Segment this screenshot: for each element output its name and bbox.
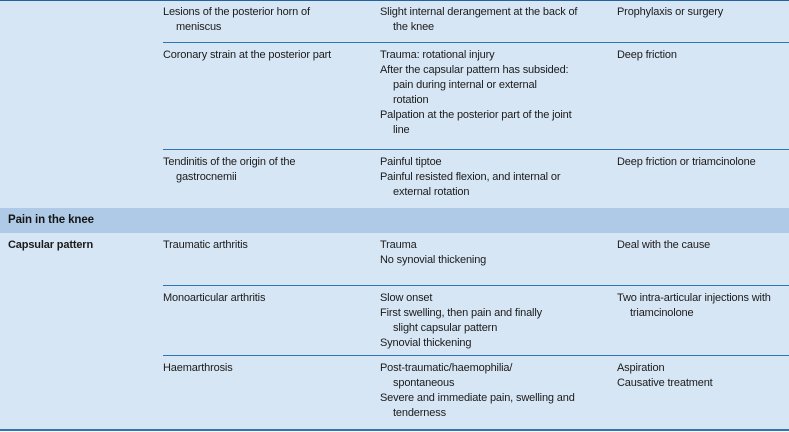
- cell-category: [0, 286, 163, 356]
- cell-findings: Trauma No synovial thickening: [380, 233, 617, 286]
- cell-diagnosis: Coronary strain at the posterior part: [163, 43, 380, 150]
- cell-line: Coronary strain at the posterior part: [163, 49, 332, 61]
- table-top-rule: [0, 0, 789, 1]
- cell-line: Traumatic arthritis: [163, 239, 248, 251]
- cell-diagnosis: Tendinitis of the origin of the gastrocne…: [163, 150, 380, 208]
- cell-line: Palpation at the posterior part of the j…: [380, 109, 572, 121]
- table-row: Capsular pattern Traumatic arthritis Traum…: [0, 233, 789, 286]
- table-row: Tendinitis of the origin of the gastrocne…: [0, 150, 789, 208]
- cell-line: Painful resisted flexion, and internal o…: [380, 171, 561, 183]
- cell-category: [0, 150, 163, 208]
- cell-line: triamcinolone: [630, 307, 694, 319]
- cell-diagnosis: Monoarticular arthritis: [163, 286, 380, 356]
- cell-line: After the capsular pattern has subsided:: [380, 64, 569, 76]
- cell-line: Tendinitis of the origin of the: [163, 156, 296, 168]
- section-header-band: Pain in the knee: [0, 208, 789, 233]
- cell-line: Monoarticular arthritis: [163, 292, 266, 304]
- table-row: Haemarthrosis Post-traumatic/haemophilia/…: [0, 356, 789, 429]
- row-divider-rule: [163, 149, 789, 150]
- cell-line: Synovial thickening: [380, 337, 472, 349]
- cell-line: Haemarthrosis: [163, 362, 233, 374]
- cell-line: Two intra-articular injections with: [617, 292, 771, 304]
- cell-treatment: Two intra-articular injections with triam…: [617, 286, 789, 356]
- table-row: Coronary strain at the posterior part Tra…: [0, 43, 789, 150]
- cell-line: spontaneous: [393, 377, 455, 389]
- cell-line: Lesions of the posterior horn of: [163, 6, 310, 18]
- cell-treatment: Deal with the cause: [617, 233, 789, 286]
- cell-findings: Slight internal derangement at the back …: [380, 0, 617, 43]
- cell-line: Causative treatment: [617, 377, 713, 389]
- cell-line: Deal with the cause: [617, 239, 711, 251]
- cell-category: [0, 43, 163, 150]
- table-row: Lesions of the posterior horn of meniscus…: [0, 0, 789, 43]
- table-bottom-rule: [0, 429, 789, 431]
- cell-diagnosis: Traumatic arthritis: [163, 233, 380, 286]
- cell-line: Deep friction: [617, 49, 677, 61]
- row-divider-rule: [163, 42, 789, 43]
- cell-line: gastrocnemii: [176, 171, 237, 183]
- cell-line: tenderness: [393, 407, 446, 419]
- cell-line: rotation: [393, 94, 429, 106]
- row-divider-rule: [163, 285, 789, 286]
- cell-line: Slow onset: [380, 292, 433, 304]
- cell-category: [0, 356, 163, 429]
- cell-line: Slight internal derangement at the back …: [380, 6, 578, 18]
- cell-line: Trauma: rotational injury: [380, 49, 495, 61]
- cell-treatment: Deep friction: [617, 43, 789, 150]
- cell-line: First swelling, then pain and finally: [380, 307, 542, 319]
- cell-diagnosis: Lesions of the posterior horn of meniscus: [163, 0, 380, 43]
- cell-line: Deep friction or triamcinolone: [617, 156, 756, 168]
- cell-line: pain during internal or external: [393, 79, 537, 91]
- cell-treatment: Prophylaxis or surgery: [617, 0, 789, 43]
- cell-line: Painful tiptoe: [380, 156, 442, 168]
- cell-line: Post-traumatic/haemophilia/: [380, 362, 513, 374]
- cell-diagnosis: Haemarthrosis: [163, 356, 380, 429]
- cell-line: Capsular pattern: [8, 239, 94, 251]
- cell-line: line: [393, 124, 410, 136]
- cell-line: Trauma: [380, 239, 417, 251]
- row-divider-rule: [163, 355, 789, 356]
- cell-line: Prophylaxis or surgery: [617, 6, 724, 18]
- cell-line: the knee: [393, 21, 435, 33]
- cell-category: Capsular pattern: [0, 233, 163, 286]
- section-header-label: Pain in the knee: [8, 214, 94, 226]
- cell-line: Severe and immediate pain, swelling and: [380, 392, 575, 404]
- cell-line: slight capsular pattern: [393, 322, 498, 334]
- cell-line: meniscus: [176, 21, 222, 33]
- cell-line: external rotation: [393, 186, 470, 198]
- cell-treatment: Deep friction or triamcinolone: [617, 150, 789, 208]
- cell-category: [0, 0, 163, 43]
- cell-line: No synovial thickening: [380, 254, 487, 266]
- cell-line: Aspiration: [617, 362, 665, 374]
